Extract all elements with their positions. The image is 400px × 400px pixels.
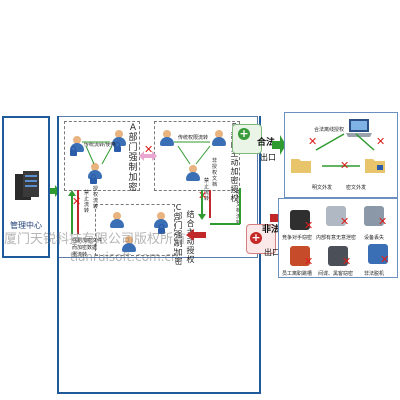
user-icon: [112, 130, 126, 146]
folder-icon: [290, 156, 312, 178]
center-red-arrow: [186, 226, 206, 245]
block-x-icon: ✕: [376, 135, 386, 148]
legal-arrow: [272, 135, 286, 159]
lock-icon: [90, 174, 97, 184]
block-x-icon: ✕: [304, 219, 314, 232]
user-icon: [160, 130, 174, 146]
device-lost-icon: [364, 206, 384, 226]
illegal-item-label: 员工离职跳槽: [282, 271, 313, 277]
illegal-item-label: 间谍、黑客窃密: [318, 271, 354, 277]
illegal-gate-label: 非法: [262, 225, 281, 235]
dept-b-arrows: [172, 140, 216, 174]
illegal-item-label: 内部有意无意泄密: [316, 235, 357, 241]
legal-gate-label: 合法: [257, 138, 276, 148]
flow-label-forbid-left: 禁止流转: [84, 190, 90, 214]
flow-label-c-restrict: 而加密数据: [72, 245, 98, 251]
insider-icon: [326, 206, 346, 226]
user-icon: [186, 165, 200, 181]
left-flow-arrows: [64, 190, 94, 244]
block-x-icon: ✕: [304, 255, 314, 268]
illegal-item-label: 竞争对手窃密: [282, 235, 313, 241]
user-icon: [70, 136, 84, 152]
dept-a-arrows: [80, 140, 120, 178]
user-icon: [122, 236, 136, 252]
legal-panel-arrows: [296, 126, 386, 180]
illegal-exit-label: 出口: [264, 248, 280, 257]
flow-label-a-inner: 传统流转/使用: [84, 142, 116, 148]
illegal-item-label: 非法脱机: [364, 271, 385, 277]
block-x-icon: ✕: [308, 135, 318, 148]
dept-c-box: [95, 204, 175, 256]
block-x-icon: ✕: [342, 255, 352, 268]
illegal-item-label: 设备丢失: [364, 235, 385, 241]
dept-c-label: C部门强制加密: [174, 203, 183, 266]
lock-icon: [158, 224, 165, 234]
outer-frame: [57, 116, 261, 394]
block-x-icon: ✕: [144, 143, 154, 156]
cipher-out-label: 密文外发: [346, 185, 367, 191]
lock-icon: [114, 142, 121, 152]
offline-icon: [368, 244, 388, 264]
management-center-panel: 管理中心: [2, 116, 50, 258]
user-icon: [154, 212, 168, 228]
flow-label-noauth-doc: 非授权文档: [212, 158, 218, 188]
flow-label-b-inner: 传统权限流转: [178, 135, 209, 141]
flow-label-c-reset: 重流转: [72, 252, 88, 258]
legal-panel: [284, 112, 398, 198]
flow-label-a-auth: 授权流转: [93, 186, 99, 210]
spy-icon: [290, 210, 310, 230]
flow-label-forbid-mid: 禁止流转: [204, 178, 210, 202]
center-flow-arrows: [180, 184, 244, 242]
plus-icon: +: [238, 127, 250, 140]
flow-label-c-force: 强制加密文件: [72, 238, 103, 244]
plus-icon: +: [250, 231, 262, 244]
laptop-icon: [346, 118, 372, 142]
plain-out-label: 明文外发: [312, 185, 333, 191]
block-x-icon: ✕: [340, 159, 350, 172]
employee-leave-icon: [290, 246, 310, 266]
legal-exit-label: 出口: [260, 153, 276, 162]
watermark-line1: 厦门天锐科技有限公司版权所有: [4, 232, 187, 247]
block-x-icon: ✕: [72, 195, 82, 208]
block-x-icon: ✕: [340, 215, 350, 228]
folder-icon: [364, 156, 386, 178]
double-arrow-icon: [139, 146, 157, 165]
watermark-line2: tianruisoft.com.cn: [70, 250, 179, 264]
dept-a-label: A部门强制加密: [128, 123, 138, 193]
legal-partner-label: 合法离线授权: [314, 127, 345, 133]
user-icon: [110, 212, 124, 228]
management-center-label: 管理中心: [10, 221, 42, 230]
block-x-icon: ✕: [380, 253, 390, 266]
server-icon: [13, 170, 41, 202]
lock-icon: [70, 146, 77, 156]
block-x-icon: ✕: [378, 215, 388, 228]
hacker-icon: [328, 246, 348, 266]
user-icon: [212, 130, 226, 146]
